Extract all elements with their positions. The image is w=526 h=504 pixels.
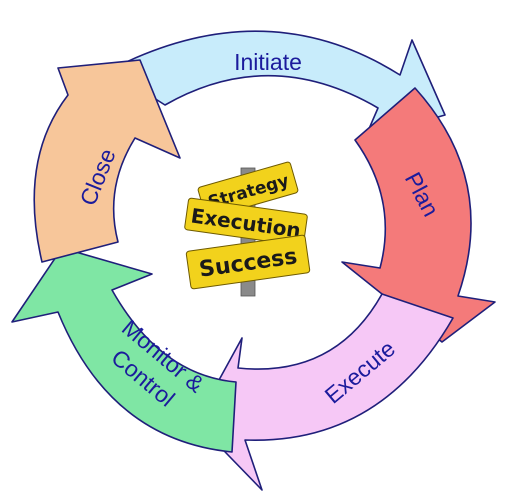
plan-arrow: [341, 87, 496, 343]
monitor-control-arrow: [11, 247, 237, 453]
initiate-label: Initiate: [234, 49, 302, 75]
signpost: Strategy Execution Success: [184, 161, 311, 297]
close-arrow: [33, 59, 181, 263]
execute-arrow: [195, 293, 454, 491]
sign-success: Success: [185, 234, 311, 290]
initiate-arrow: [109, 30, 446, 139]
